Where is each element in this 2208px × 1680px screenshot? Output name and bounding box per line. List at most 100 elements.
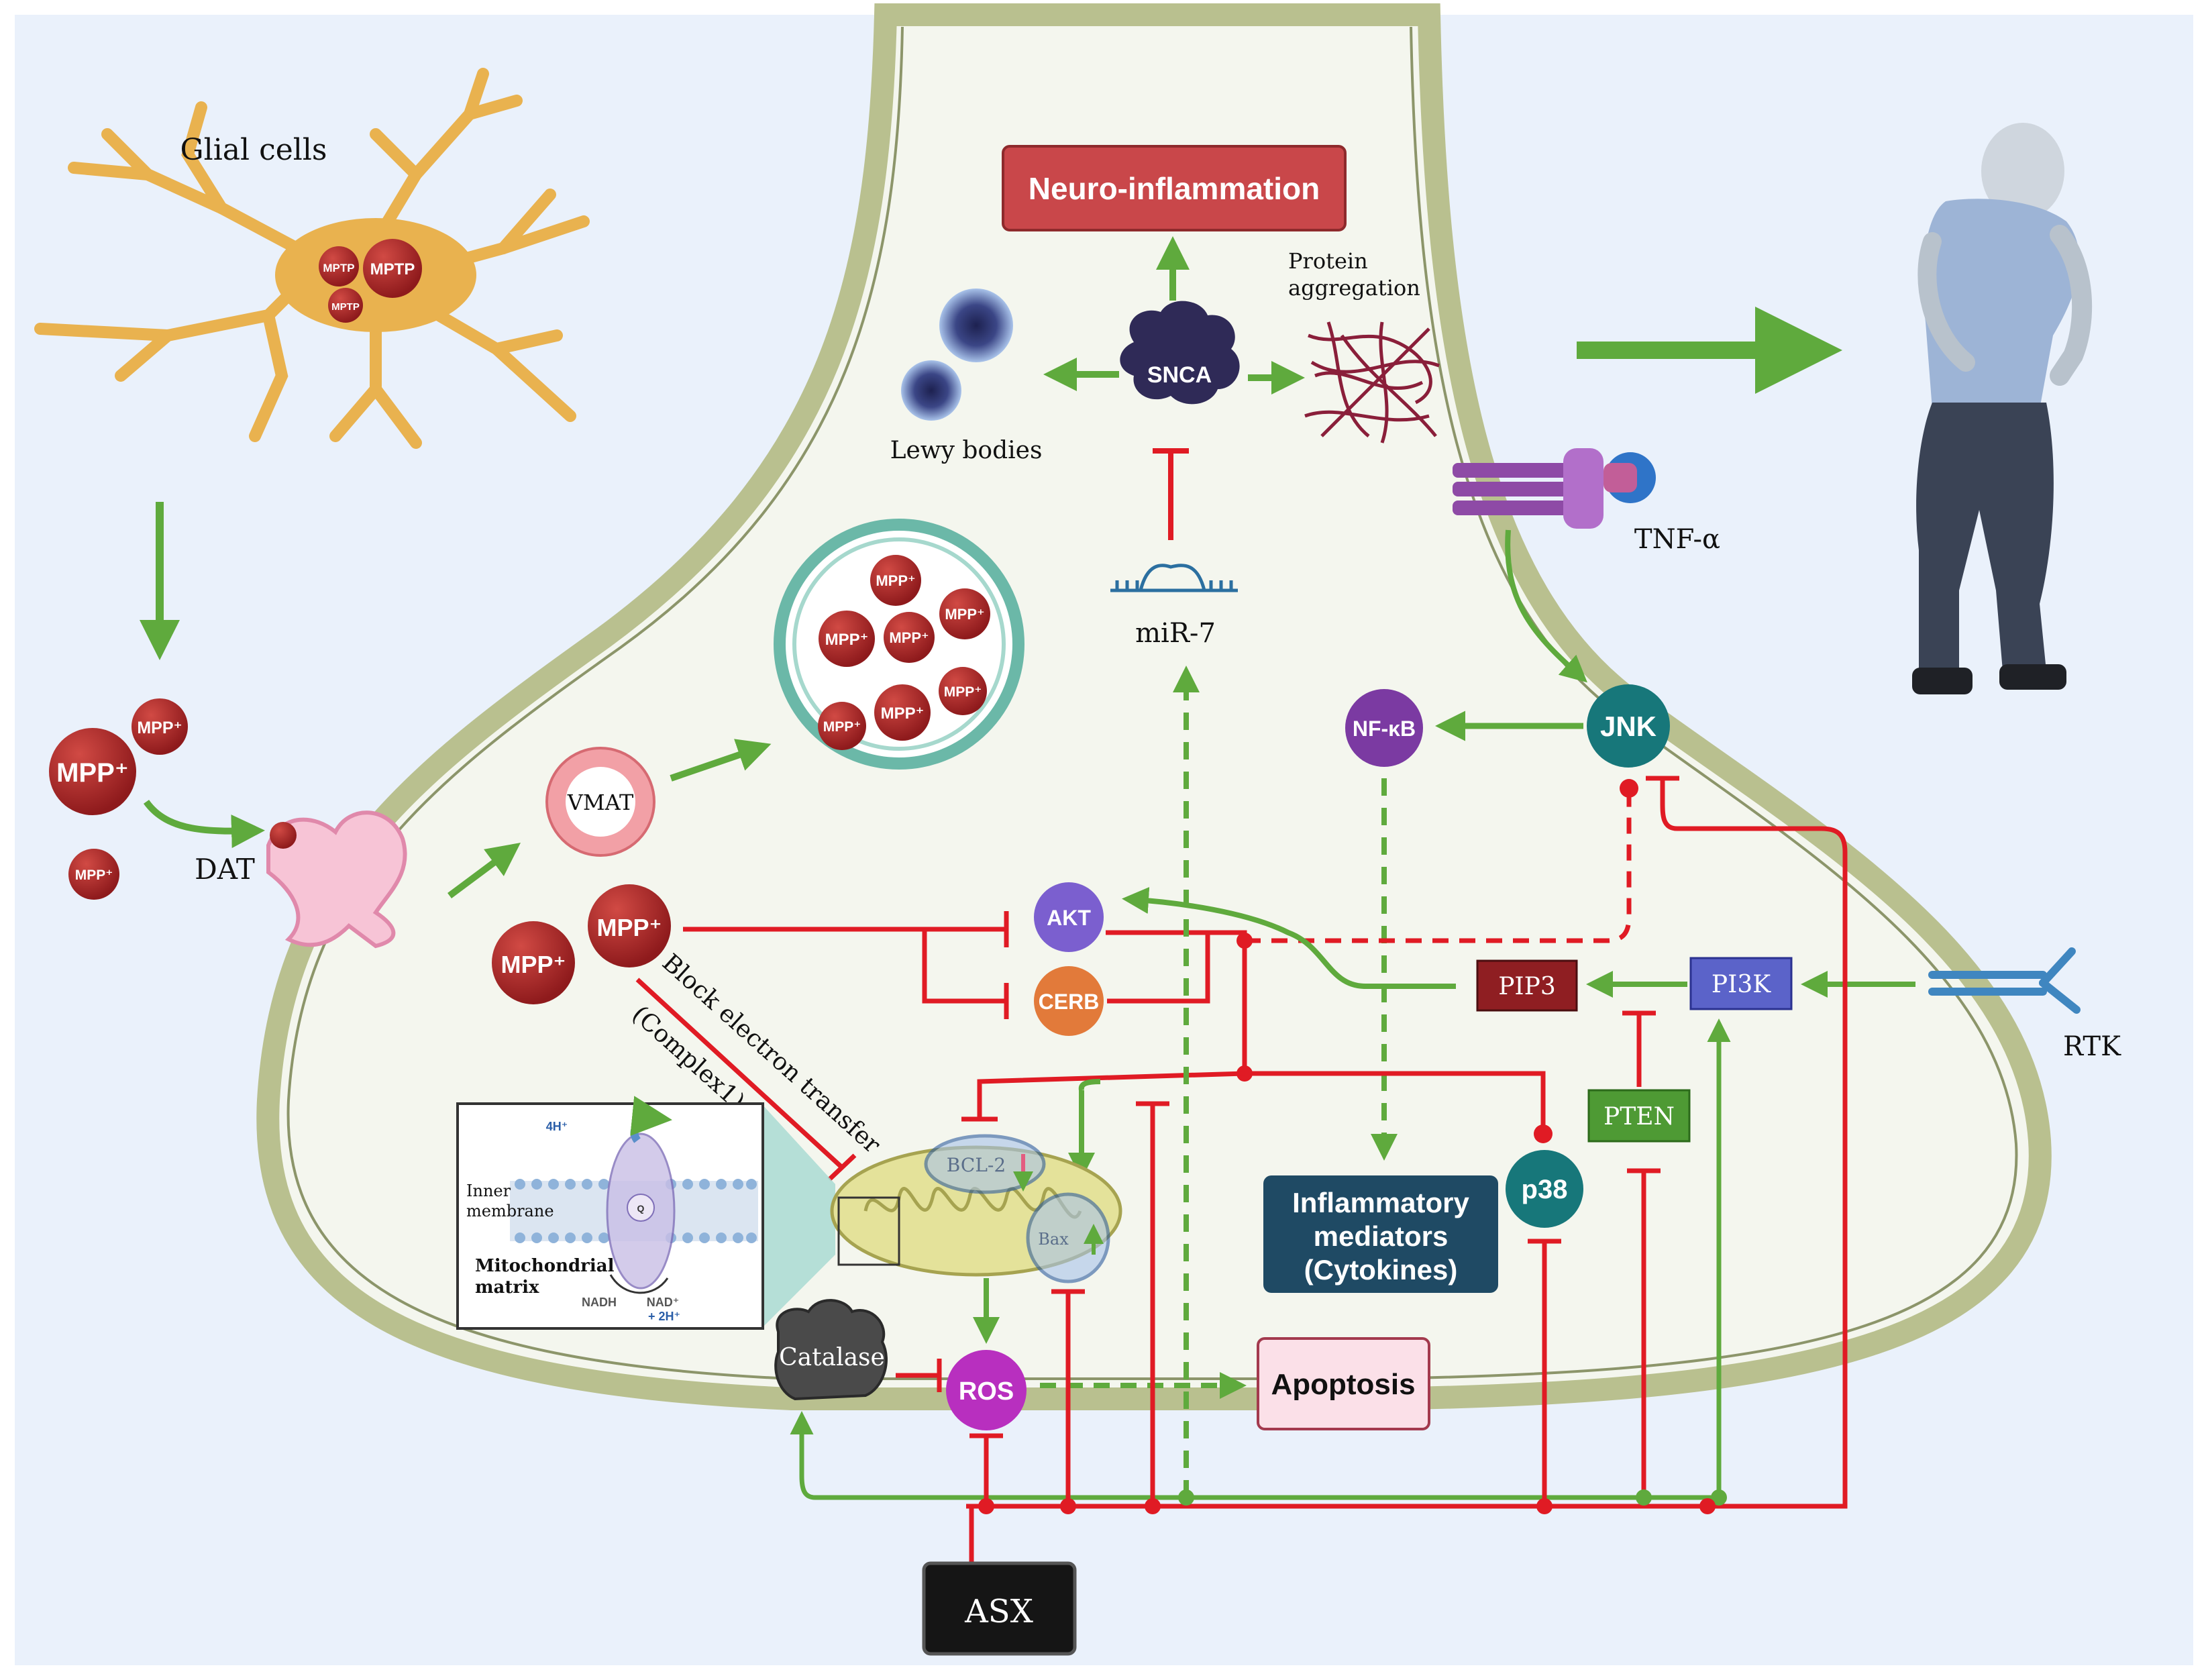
apoptosis-box <box>1257 1337 1430 1430</box>
inset-nad-label: NAD⁺ <box>647 1296 680 1309</box>
mptp-molecule <box>363 239 422 298</box>
arrow-tnf-to-jnk <box>1505 529 1587 683</box>
inflammatory-label: (Cytokines) <box>1304 1254 1458 1285</box>
lewy-body <box>939 288 1013 362</box>
link-to-p38 <box>1245 1071 1553 1143</box>
inset-membrane <box>510 1096 758 1294</box>
vesicle-mpp-group: MPP⁺ MPP⁺ MPP⁺ MPP⁺ MPP⁺ MPP⁺ MPP⁺ <box>818 555 990 750</box>
rtk-receptor <box>1928 947 2081 1014</box>
mpp-label: MPP⁺ <box>56 758 129 788</box>
protein-aggregation-label: Protein <box>1288 248 1368 274</box>
mpp-label: MPP⁺ <box>501 951 566 978</box>
inhibit-mpp-to-mitochondria <box>635 978 844 1169</box>
mpp-molecule <box>49 728 136 815</box>
snca-label: SNCA <box>1147 362 1212 388</box>
inset-mito-label: Mitochondrial <box>475 1256 615 1276</box>
akt-label: AKT <box>1047 906 1091 930</box>
bax-label: Bax <box>1038 1230 1069 1249</box>
dat-transporter <box>266 810 407 949</box>
asx-box <box>922 1561 1077 1656</box>
tnf-alpha-label: TNF-α <box>1634 524 1720 555</box>
ros-label: ROS <box>959 1377 1014 1406</box>
inset-zoom-wedge <box>761 1104 835 1328</box>
pten-node <box>1587 1089 1691 1143</box>
neuroinflammation-box <box>1002 145 1347 231</box>
bcl2-label: BCL-2 <box>947 1154 1006 1176</box>
inset-nadh-label: NADH <box>582 1296 617 1309</box>
protein-aggregation-fibrils <box>1304 321 1440 443</box>
asx-effects-network <box>790 666 1848 1563</box>
inhibit-to-bcl2 <box>977 1071 1245 1119</box>
arrow-dat-to-vmat <box>448 843 521 899</box>
parkinsons-patient-illustration <box>1912 123 2093 694</box>
neuroinflammation-label: Neuro-inflammation <box>1029 171 1320 206</box>
mpp-molecule <box>132 698 188 755</box>
inhibit-mpp-to-cerb <box>922 929 1006 1004</box>
inflammatory-label: Inflammatory <box>1292 1187 1469 1218</box>
mpp-label: MPP⁺ <box>881 704 925 723</box>
mpp-label: MPP⁺ <box>75 868 113 883</box>
mptp-molecule <box>319 246 359 286</box>
nfkb-label: NF-κB <box>1353 717 1416 741</box>
glial-cells-label: Glial cells <box>180 133 327 167</box>
protein-aggregation-label: aggregation <box>1288 275 1420 301</box>
mpp-label: MPP⁺ <box>823 719 861 735</box>
inset-inner-label: membrane <box>466 1202 554 1220</box>
pip3-node <box>1476 959 1578 1012</box>
inset-2h-label: + 2H⁺ <box>648 1310 680 1323</box>
arrow-vmat-to-vesicle <box>670 739 772 782</box>
arrow-pip3-to-akt <box>1122 887 1456 989</box>
mpp-molecule <box>68 849 119 900</box>
inset-4h-label: 4H⁺ <box>546 1120 568 1133</box>
pi3k-label: PI3K <box>1712 971 1771 998</box>
lewy-bodies-label: Lewy bodies <box>890 437 1043 464</box>
jnk-label: JNK <box>1600 711 1657 742</box>
p38-node <box>1506 1150 1583 1228</box>
mpp-molecule <box>492 921 575 1004</box>
mpp-label: MPP⁺ <box>944 684 982 700</box>
mir7-label: miR-7 <box>1135 618 1216 649</box>
cerb-node <box>1034 966 1104 1036</box>
inflammatory-label: mediators <box>1314 1220 1449 1252</box>
ros-node <box>946 1350 1027 1430</box>
dat-label: DAT <box>195 853 255 886</box>
mitochondrion <box>830 1134 1122 1283</box>
mpp-label: MPP⁺ <box>137 719 182 737</box>
snca-protein <box>1120 301 1240 405</box>
lewy-body <box>901 360 961 421</box>
mpp-label: MPP⁺ <box>876 572 915 589</box>
cerb-label: CERB <box>1039 990 1100 1014</box>
catalase-label: Catalase <box>779 1344 885 1371</box>
jnk-node <box>1587 684 1670 768</box>
mptp-label: MPTP <box>323 262 354 274</box>
mpp-label: MPP⁺ <box>945 606 984 623</box>
inset-inner-label: Inner <box>466 1182 511 1200</box>
bax-protein <box>1026 1192 1110 1283</box>
mir7-strand <box>1110 564 1238 592</box>
mpp-molecule <box>270 822 297 849</box>
arrow-mpp-to-dat <box>143 799 265 849</box>
rtk-label: RTK <box>2063 1031 2121 1062</box>
akt-node <box>1034 882 1104 952</box>
catalase-protein <box>774 1299 888 1401</box>
asx-label: ASX <box>964 1593 1033 1630</box>
p38-label: p38 <box>1522 1175 1568 1204</box>
mpp-molecule <box>588 884 671 967</box>
mptp-label: MPTP <box>331 301 360 313</box>
dashed-akt-to-jnk <box>1245 779 1638 943</box>
pip3-label: PIP3 <box>1498 973 1556 1000</box>
mpp-label: MPP⁺ <box>825 631 869 649</box>
mpp-label: MPP⁺ <box>889 629 929 646</box>
mptp-label: MPTP <box>370 260 415 278</box>
nfkb-node <box>1345 689 1423 767</box>
inset-q-label: Q <box>637 1203 645 1214</box>
glial-cell: MPTP MPTP MPTP <box>34 68 590 449</box>
mpp-label: MPP⁺ <box>596 914 662 941</box>
inset-mito-label: matrix <box>475 1277 539 1298</box>
pten-label: PTEN <box>1604 1103 1675 1131</box>
inflammatory-mediators-box <box>1263 1175 1498 1293</box>
vmat-label: VMAT <box>567 790 634 815</box>
mptp-molecule <box>328 288 363 323</box>
